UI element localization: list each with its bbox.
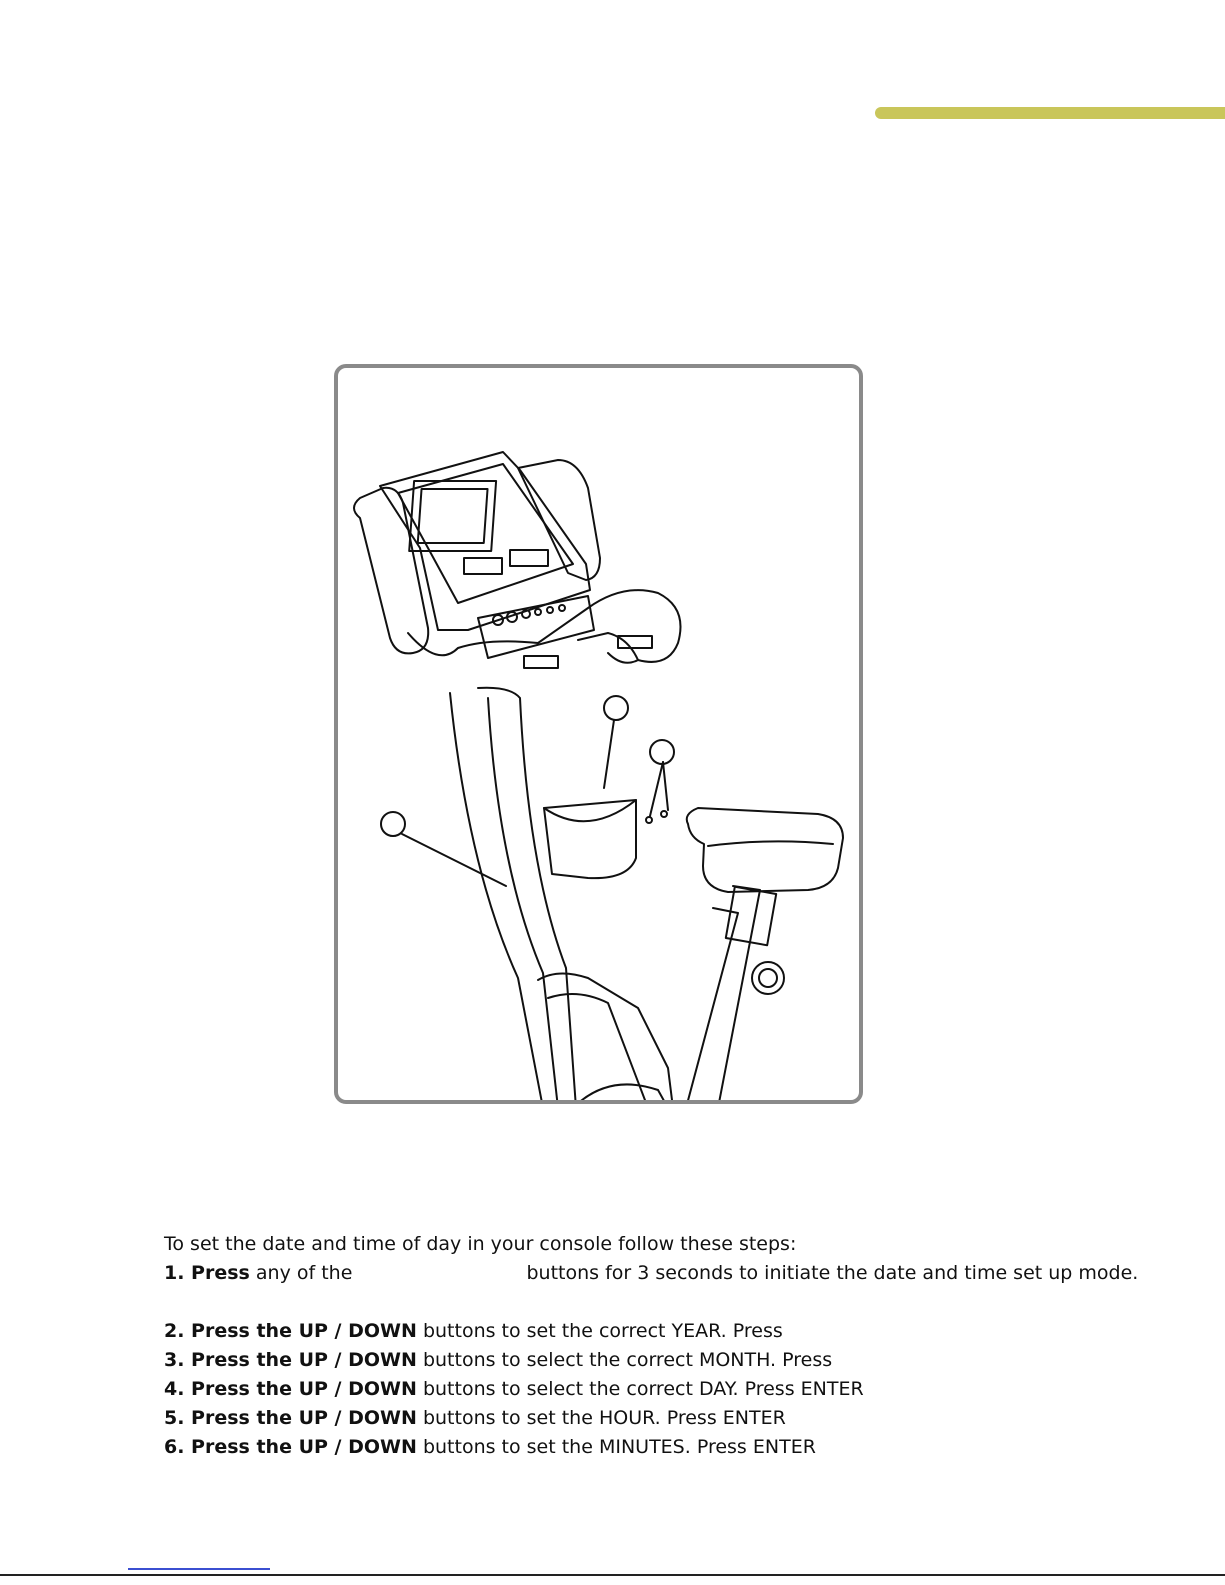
step-4: 4. Press the UP / DOWN buttons to select… xyxy=(164,1375,1174,1404)
console-keypad xyxy=(477,595,595,659)
step-5-text: buttons to set the HOUR. Press ENTER xyxy=(422,1407,786,1429)
seat-post xyxy=(718,885,761,1100)
seat xyxy=(685,807,844,893)
bike-assembly-figure xyxy=(334,364,863,1104)
step-1-lead: 1. Press xyxy=(164,1262,250,1284)
callout-circle xyxy=(649,739,675,765)
footer-link-underline[interactable] xyxy=(128,1568,270,1570)
screw xyxy=(645,816,653,824)
step-6-text: buttons to set the MINUTES. Press ENTER xyxy=(422,1436,816,1458)
step-4-text: buttons to select the correct DAY. Press… xyxy=(422,1378,864,1400)
step-6-lead: 6. Press the UP / DOWN xyxy=(164,1436,417,1458)
seat-knob xyxy=(751,961,785,995)
step-3-text: buttons to select the correct MONTH. Pre… xyxy=(422,1349,833,1371)
header-accent-bar xyxy=(875,107,1225,119)
step-2-lead: 2. Press the UP / DOWN xyxy=(164,1320,417,1342)
step-3: 3. Press the UP / DOWN buttons to select… xyxy=(164,1346,1174,1375)
step-1: 1. Press any of the buttons for 3 second… xyxy=(164,1259,1174,1288)
step-2: 2. Press the UP / DOWN buttons to set th… xyxy=(164,1317,1174,1346)
bike-illustration xyxy=(353,451,844,1100)
step-6: 6. Press the UP / DOWN buttons to set th… xyxy=(164,1433,1174,1462)
step-3-lead: 3. Press the UP / DOWN xyxy=(164,1349,417,1371)
callout-circle xyxy=(603,695,629,721)
console-body xyxy=(379,451,591,631)
left-grip xyxy=(353,486,430,655)
date-time-instructions: To set the date and time of day in your … xyxy=(164,1230,1174,1462)
step-4-lead: 4. Press the UP / DOWN xyxy=(164,1378,417,1400)
callout-circle xyxy=(380,811,406,837)
right-grip xyxy=(517,459,601,581)
step-1-text-b: buttons for 3 seconds to initiate the da… xyxy=(526,1262,1139,1284)
step-1-text-a: any of the xyxy=(255,1262,353,1284)
upright-post xyxy=(477,686,577,1100)
accessory-tray xyxy=(543,799,637,880)
step-2-text: buttons to set the correct YEAR. Press xyxy=(422,1320,783,1342)
instructions-intro: To set the date and time of day in your … xyxy=(164,1233,797,1255)
step-5: 5. Press the UP / DOWN buttons to set th… xyxy=(164,1404,1174,1433)
step-5-lead: 5. Press the UP / DOWN xyxy=(164,1407,417,1429)
footer-rule xyxy=(0,1574,1225,1576)
handlebar xyxy=(407,589,682,663)
console-screen xyxy=(408,480,498,552)
screw xyxy=(660,810,668,818)
